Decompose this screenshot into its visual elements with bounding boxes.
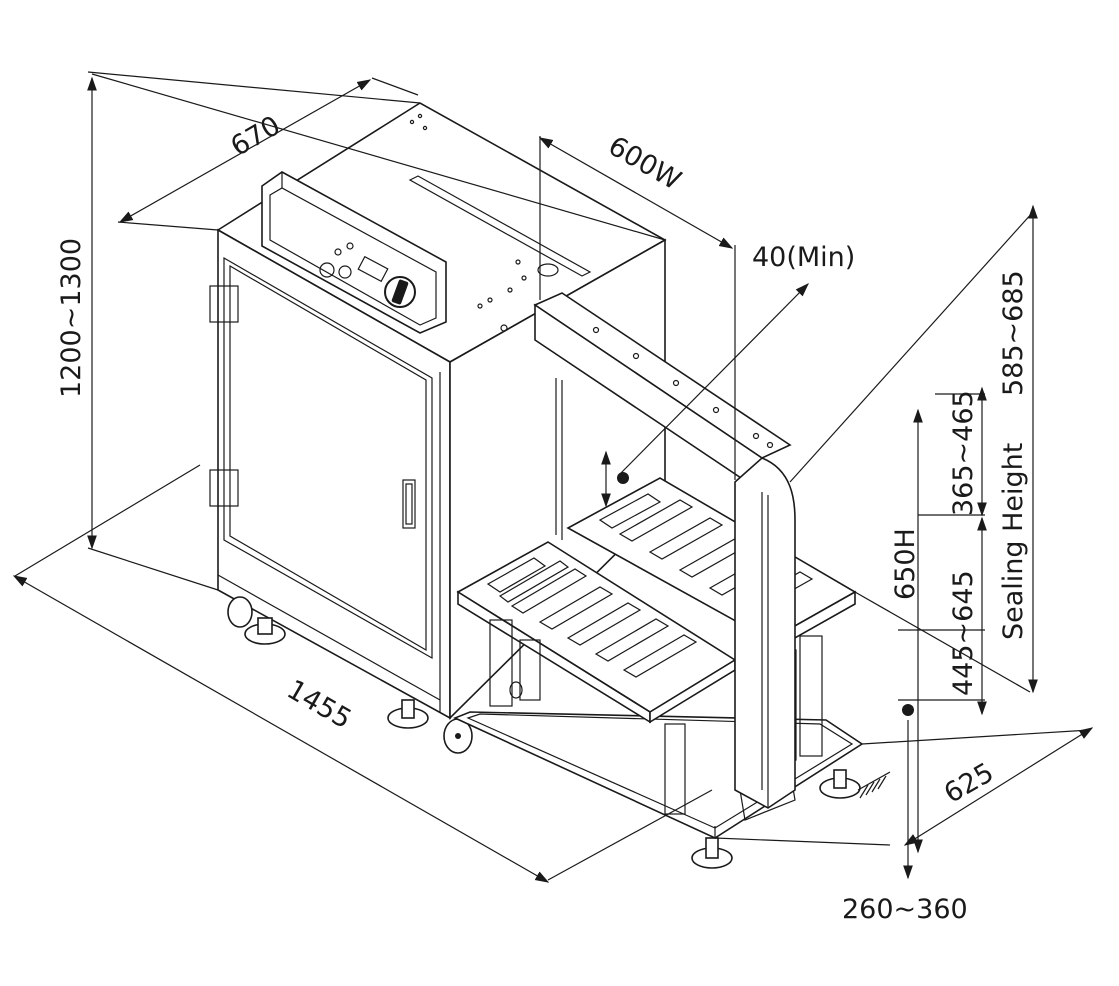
total-height-label: 1200~1300 xyxy=(56,238,87,398)
depth-top-label: 670 xyxy=(226,110,286,163)
clearance-upper-label: 365~465 xyxy=(948,390,979,516)
arch-min-label: 40(Min) xyxy=(752,242,855,273)
overall-length-label: 1455 xyxy=(282,674,357,735)
arch-width-label: 600W xyxy=(603,131,686,197)
leg-range-label: 260~360 xyxy=(842,894,968,925)
table-height-label: 650H xyxy=(890,528,921,600)
strapping-arch xyxy=(533,292,796,809)
dimension-lines xyxy=(12,71,1094,883)
base-width-label: 625 xyxy=(939,757,999,810)
right-height-label: 585~685 xyxy=(998,270,1029,396)
lower-range-label: 445~645 xyxy=(948,570,979,696)
sealing-height-label: Sealing Height xyxy=(998,443,1029,640)
